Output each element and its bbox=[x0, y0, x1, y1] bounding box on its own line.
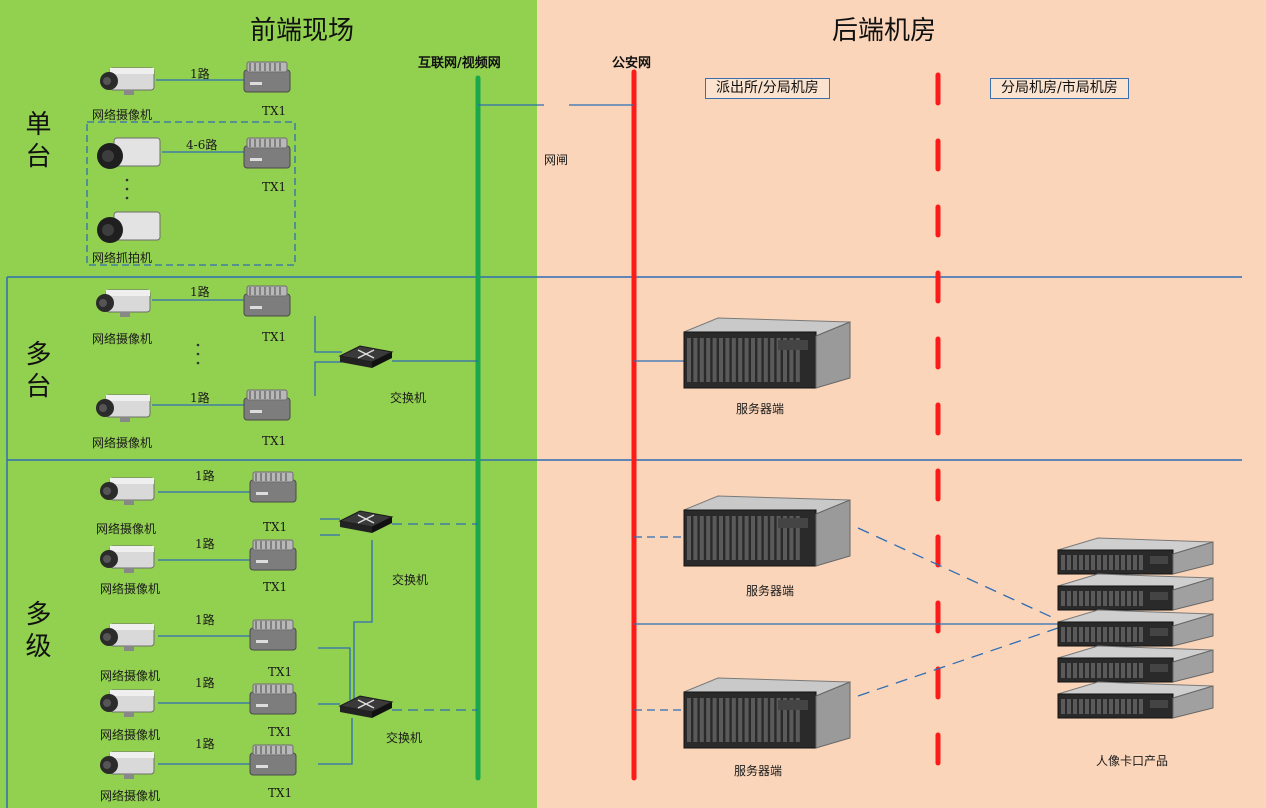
network-camera-icon bbox=[100, 623, 155, 651]
tx1-device-icon bbox=[249, 539, 297, 571]
internet-network-label: 互联网/视频网 bbox=[418, 56, 501, 71]
tx1-label: TX1 bbox=[262, 330, 287, 344]
camera-label: 网络摄像机 bbox=[96, 522, 157, 536]
server-icon bbox=[683, 495, 851, 567]
row-label-cascade: 多级 bbox=[21, 600, 51, 664]
tx1-label: TX1 bbox=[268, 786, 293, 800]
tx1-label: TX1 bbox=[262, 434, 287, 448]
room-label-right: 分局机房/市局机房 bbox=[990, 78, 1129, 99]
link-r2-tx-switch-1 bbox=[314, 316, 342, 353]
camera-label: 网络摄像机 bbox=[100, 728, 161, 742]
camera-label: 网络摄像机 bbox=[92, 332, 153, 346]
camera-label: 网络摄像机 bbox=[92, 108, 153, 122]
network-camera-icon bbox=[96, 289, 151, 317]
link-way-label: 4-6路 bbox=[186, 138, 218, 152]
tx1-device-icon bbox=[249, 471, 297, 503]
network-camera-icon bbox=[100, 67, 155, 95]
tx1-label: TX1 bbox=[262, 104, 287, 118]
tx1-device-icon bbox=[249, 744, 297, 776]
server-label: 服务器端 bbox=[746, 584, 795, 598]
camera-label: 网络摄像机 bbox=[100, 582, 161, 596]
link-r3-sw1-sw2 bbox=[353, 540, 373, 700]
tx1-label: TX1 bbox=[263, 520, 288, 534]
switch-label: 交换机 bbox=[392, 573, 429, 587]
network-camera-icon bbox=[100, 545, 155, 573]
tx1-device-icon bbox=[243, 285, 291, 317]
link-way-label: 1路 bbox=[190, 67, 210, 81]
network-camera-icon bbox=[96, 394, 151, 422]
link-way-label: 1路 bbox=[190, 391, 210, 405]
link-r3-tx5-sw2 bbox=[318, 718, 353, 765]
link-way-label: 1路 bbox=[195, 469, 215, 483]
tx1-device-icon bbox=[243, 137, 291, 169]
link-way-label: 1路 bbox=[195, 537, 215, 551]
room-label-left: 派出所/分局机房 bbox=[705, 78, 830, 99]
row-label-multi: 多台 bbox=[21, 340, 51, 404]
link-server1-product bbox=[857, 527, 1059, 621]
tx1-device-icon bbox=[249, 619, 297, 651]
ellipsis-dots-icon bbox=[125, 178, 129, 200]
link-way-label: 1路 bbox=[195, 676, 215, 690]
link-way-label: 1路 bbox=[195, 613, 215, 627]
server-label: 服务器端 bbox=[734, 764, 783, 778]
network-camera-icon bbox=[100, 477, 155, 505]
switch-icon bbox=[338, 695, 394, 718]
product-label: 人像卡口产品 bbox=[1096, 754, 1169, 768]
snapshot-camera-icon bbox=[97, 211, 161, 243]
camera-label: 网络摄像机 bbox=[100, 789, 161, 803]
ellipsis-dots-icon bbox=[196, 343, 200, 365]
tx1-device-icon bbox=[243, 389, 291, 421]
network-camera-icon bbox=[100, 689, 155, 717]
switch-label: 交换机 bbox=[390, 391, 427, 405]
switch-label: 交换机 bbox=[386, 731, 423, 745]
police-network-label: 公安网 bbox=[612, 56, 652, 71]
row-label-single: 单台 bbox=[21, 110, 51, 174]
tx1-device-icon bbox=[243, 61, 291, 93]
link-server2-product bbox=[857, 627, 1059, 697]
network-camera-icon bbox=[100, 751, 155, 779]
link-r2-tx-switch-2 bbox=[314, 361, 342, 396]
link-way-label: 1路 bbox=[190, 285, 210, 299]
switch-icon bbox=[338, 345, 394, 368]
tx1-label: TX1 bbox=[268, 665, 293, 679]
tx1-label: TX1 bbox=[263, 580, 288, 594]
tx1-label: TX1 bbox=[262, 180, 287, 194]
gateway-label: 网闸 bbox=[544, 153, 569, 167]
front-zone-title: 前端现场 bbox=[250, 16, 355, 46]
link-way-label: 1路 bbox=[195, 737, 215, 751]
snapshot-camera-icon bbox=[97, 137, 161, 169]
face-checkpoint-product-icon bbox=[1057, 537, 1214, 719]
server-icon bbox=[683, 677, 851, 749]
server-icon bbox=[683, 317, 851, 389]
back-zone-title: 后端机房 bbox=[832, 16, 937, 46]
camera-label: 网络摄像机 bbox=[92, 436, 153, 450]
snapshot-group-box bbox=[86, 121, 296, 266]
switch-icon bbox=[338, 510, 394, 533]
tx1-device-icon bbox=[249, 683, 297, 715]
server-label: 服务器端 bbox=[736, 402, 785, 416]
snapshot-label: 网络抓拍机 bbox=[92, 251, 153, 265]
link-r3-tx3-sw2 bbox=[318, 647, 351, 700]
camera-label: 网络摄像机 bbox=[100, 669, 161, 683]
tx1-label: TX1 bbox=[268, 725, 293, 739]
